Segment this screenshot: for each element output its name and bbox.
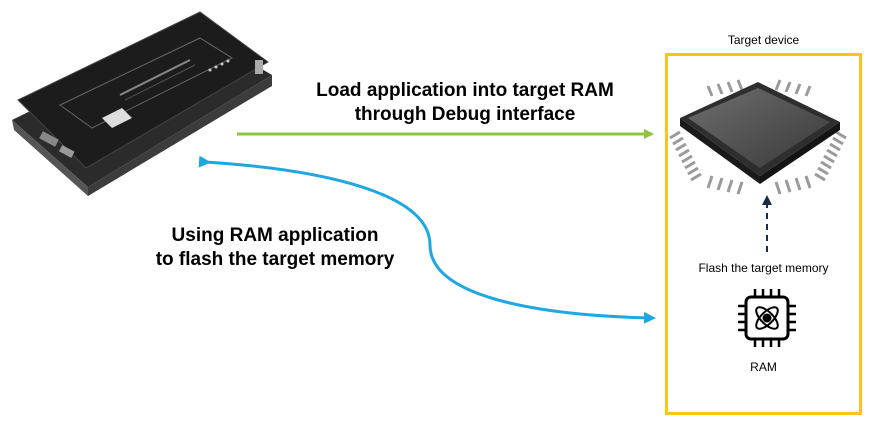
- flash-arrow: [198, 155, 656, 324]
- ram-chip-icon: [738, 289, 796, 347]
- target-chip-image: [669, 79, 847, 195]
- flash-target-memory-label: Flash the target memory: [698, 261, 829, 275]
- target-device-title: Target device: [727, 33, 800, 47]
- load-label-line1: Load application into target RAM: [316, 80, 614, 101]
- ram-label: RAM: [750, 360, 777, 374]
- load-label-line2: through Debug interface: [354, 104, 576, 125]
- flash-label-line2: to flash the target memory: [155, 249, 395, 270]
- target-device-box: [665, 53, 862, 415]
- flash-label-line1: Using RAM application: [171, 225, 379, 246]
- programmer-device-image: [12, 11, 272, 196]
